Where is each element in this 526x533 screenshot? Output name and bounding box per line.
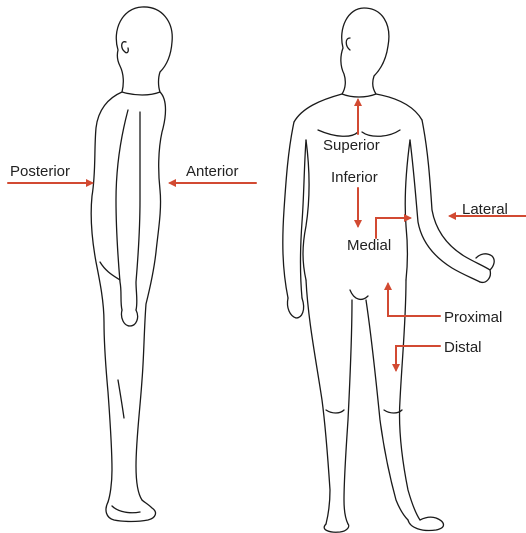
label-lateral: Lateral: [462, 201, 508, 218]
front-view-figure: [283, 8, 494, 532]
label-proximal: Proximal: [444, 309, 502, 326]
label-inferior: Inferior: [331, 169, 378, 186]
label-anterior: Anterior: [186, 163, 239, 180]
label-posterior: Posterior: [10, 163, 70, 180]
side-view-figure: [91, 7, 172, 522]
label-superior: Superior: [323, 137, 380, 154]
proximal-arrow: [388, 284, 440, 316]
label-medial: Medial: [347, 237, 391, 254]
medial-arrow: [376, 218, 410, 238]
label-distal: Distal: [444, 339, 482, 356]
